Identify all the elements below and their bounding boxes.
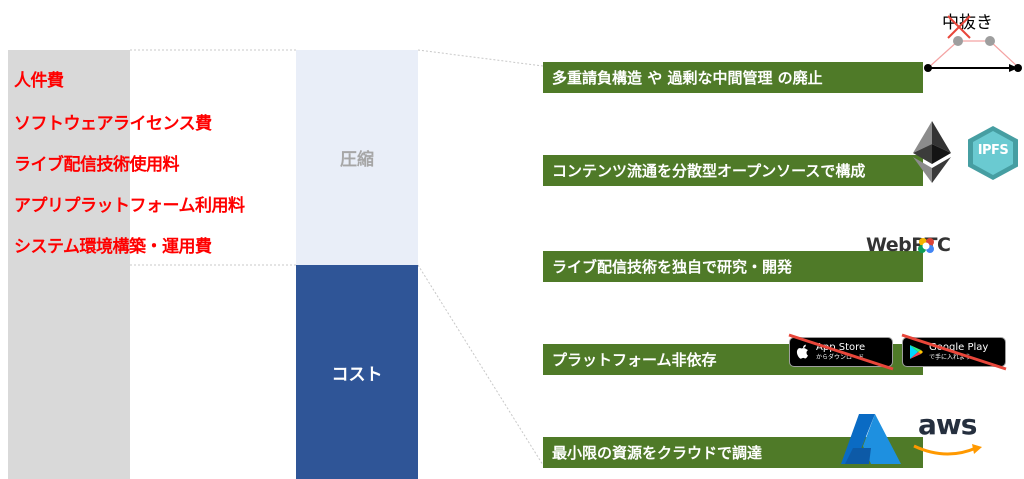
cost-item-live-streaming-fee: ライブ配信技術使用料 bbox=[14, 155, 180, 175]
cost-item-labor: 人件費 bbox=[14, 71, 64, 91]
cost-box: コスト bbox=[296, 265, 418, 479]
google-play-icon bbox=[910, 345, 923, 359]
compress-box: 圧縮 bbox=[296, 50, 418, 265]
app-store-name: App Store bbox=[816, 342, 866, 353]
cost-item-system-operation: システム環境構築・運用費 bbox=[14, 237, 212, 257]
app-store-sub: からダウンロード bbox=[816, 354, 865, 361]
google-play-name: Google Play bbox=[929, 342, 989, 353]
ethereum-icon bbox=[913, 121, 951, 183]
azure-icon bbox=[841, 414, 901, 464]
cost-item-app-platform-fee: アプリプラットフォーム利用料 bbox=[14, 196, 245, 216]
cost-items-background bbox=[8, 50, 130, 479]
ipfs-icon bbox=[968, 126, 1018, 180]
middleman-removal-icon bbox=[924, 15, 1022, 72]
webrtc-label: WebRTC bbox=[866, 234, 951, 256]
webrtc-icon bbox=[918, 238, 934, 253]
nakanuki-label: 中抜き bbox=[942, 13, 993, 33]
cost-label: コスト bbox=[331, 364, 383, 385]
strategy-label: ライブ配信技術を独自で研究・開発 bbox=[552, 258, 793, 276]
ipfs-label: IPFS bbox=[977, 143, 1009, 158]
strategy-bar-2: コンテンツ流通を分散型オープンソースで構成 bbox=[543, 155, 923, 186]
google-play-sub: で手に入れよう bbox=[929, 354, 972, 361]
strategy-label: 最小限の資源をクラウドで調達 bbox=[552, 444, 763, 462]
compress-label: 圧縮 bbox=[340, 150, 374, 170]
aws-label: aws bbox=[918, 408, 977, 441]
cost-item-software-license: ソフトウェアライセンス費 bbox=[14, 114, 212, 134]
google-play-cross-icon bbox=[901, 333, 1007, 371]
strategy-label: 多重請負構造 や 過剰な中間管理 の廃止 bbox=[552, 69, 823, 87]
app-store-cross-icon bbox=[788, 333, 894, 371]
aws-smile-icon bbox=[913, 444, 982, 456]
strategy-bar-3: ライブ配信技術を独自で研究・開発 bbox=[543, 251, 923, 282]
apple-icon bbox=[796, 344, 808, 359]
strategy-bar-1: 多重請負構造 や 過剰な中間管理 の廃止 bbox=[543, 62, 923, 93]
strategy-label: プラットフォーム非依存 bbox=[552, 351, 717, 369]
strategy-label: コンテンツ流通を分散型オープンソースで構成 bbox=[552, 162, 866, 180]
